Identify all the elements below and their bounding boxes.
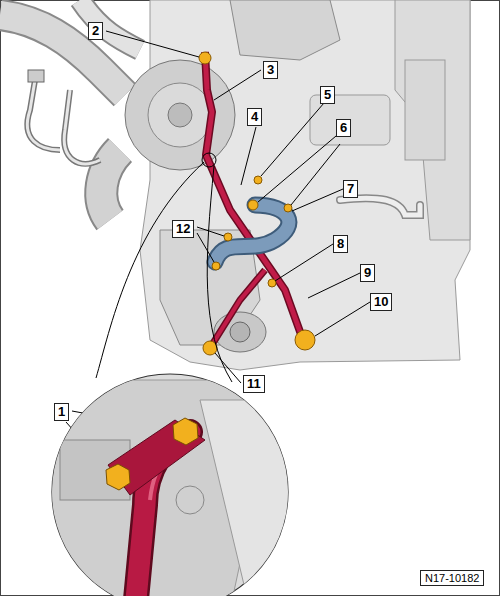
callout-number: 7 bbox=[343, 180, 358, 198]
label-text: 1 bbox=[58, 404, 65, 419]
label-text: 6 bbox=[340, 120, 347, 135]
label-text: 9 bbox=[364, 265, 371, 280]
label-text: 7 bbox=[347, 181, 354, 196]
label-text: 4 bbox=[251, 109, 258, 124]
callout-number: 11 bbox=[243, 375, 265, 393]
callout-number: 6 bbox=[336, 119, 351, 137]
label-text: 11 bbox=[247, 376, 261, 391]
callout-number: 3 bbox=[263, 61, 278, 79]
callout-number: 2 bbox=[88, 22, 103, 40]
callout-number: 8 bbox=[333, 235, 348, 253]
label-text: 8 bbox=[337, 236, 344, 251]
callout-number: 12 bbox=[172, 220, 194, 238]
figure-reference: N17-10182 bbox=[420, 570, 484, 586]
label-text: 12 bbox=[176, 221, 190, 236]
callout-number: 4 bbox=[247, 108, 262, 126]
label-text: N17-10182 bbox=[425, 572, 479, 584]
label-text: 5 bbox=[324, 87, 331, 102]
label-text: 10 bbox=[374, 294, 388, 309]
label-text: 2 bbox=[92, 23, 99, 38]
callout-number: 9 bbox=[360, 264, 375, 282]
label-text: 3 bbox=[267, 62, 274, 77]
callout-number: 10 bbox=[370, 293, 392, 311]
callout-number: 5 bbox=[320, 86, 335, 104]
callout-number: 1 bbox=[54, 403, 69, 421]
